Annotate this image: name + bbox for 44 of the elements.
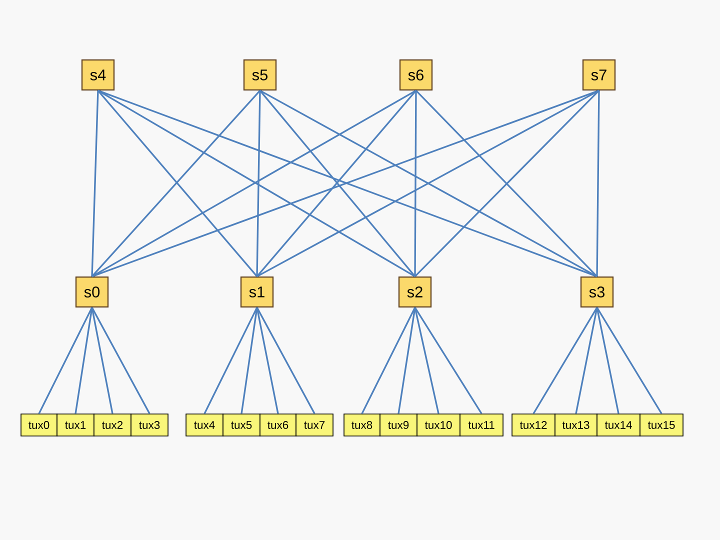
host-box: tux7 xyxy=(296,414,334,436)
host-box: tux14 xyxy=(596,414,640,436)
connector-line xyxy=(596,307,620,414)
switch-box: s4 xyxy=(81,59,115,91)
switch-box: s2 xyxy=(398,276,432,308)
switch-box: s3 xyxy=(580,276,614,308)
connector-line xyxy=(38,307,93,414)
host-box: tux8 xyxy=(344,414,380,436)
host-box: tux10 xyxy=(416,414,460,436)
connector-line xyxy=(91,307,150,414)
host-box: tux6 xyxy=(260,414,296,436)
switch-box: s6 xyxy=(399,59,433,91)
connector-line xyxy=(596,307,662,414)
switch-box: s5 xyxy=(243,59,277,91)
host-box: tux3 xyxy=(130,414,168,436)
switch-box: s1 xyxy=(240,276,274,308)
connector-line xyxy=(398,307,416,414)
connector-line xyxy=(204,307,258,414)
connector-line xyxy=(596,90,600,276)
host-box: tux5 xyxy=(222,414,260,436)
connector-line xyxy=(74,307,93,414)
host-box: tux11 xyxy=(460,414,504,436)
host-box: tux4 xyxy=(186,414,224,436)
host-box: tux13 xyxy=(554,414,598,436)
connector-line xyxy=(256,90,261,276)
connector-line xyxy=(361,307,416,414)
connector-line xyxy=(414,307,482,414)
host-box: tux12 xyxy=(512,414,556,436)
connector-line xyxy=(532,307,598,414)
connector-line xyxy=(575,307,598,414)
host-box: tux1 xyxy=(56,414,94,436)
connector-line xyxy=(91,307,114,414)
connector-line xyxy=(240,307,258,414)
connector-line xyxy=(414,307,440,414)
connector-line xyxy=(256,307,279,414)
switch-box: s0 xyxy=(75,276,109,308)
host-box: tux0 xyxy=(20,414,58,436)
host-box: tux15 xyxy=(640,414,684,436)
connector-line xyxy=(414,90,417,276)
host-box: tux9 xyxy=(380,414,418,436)
host-box: tux2 xyxy=(94,414,132,436)
switch-box: s7 xyxy=(582,59,616,91)
connector-line xyxy=(91,90,99,276)
connector-line xyxy=(256,307,316,414)
